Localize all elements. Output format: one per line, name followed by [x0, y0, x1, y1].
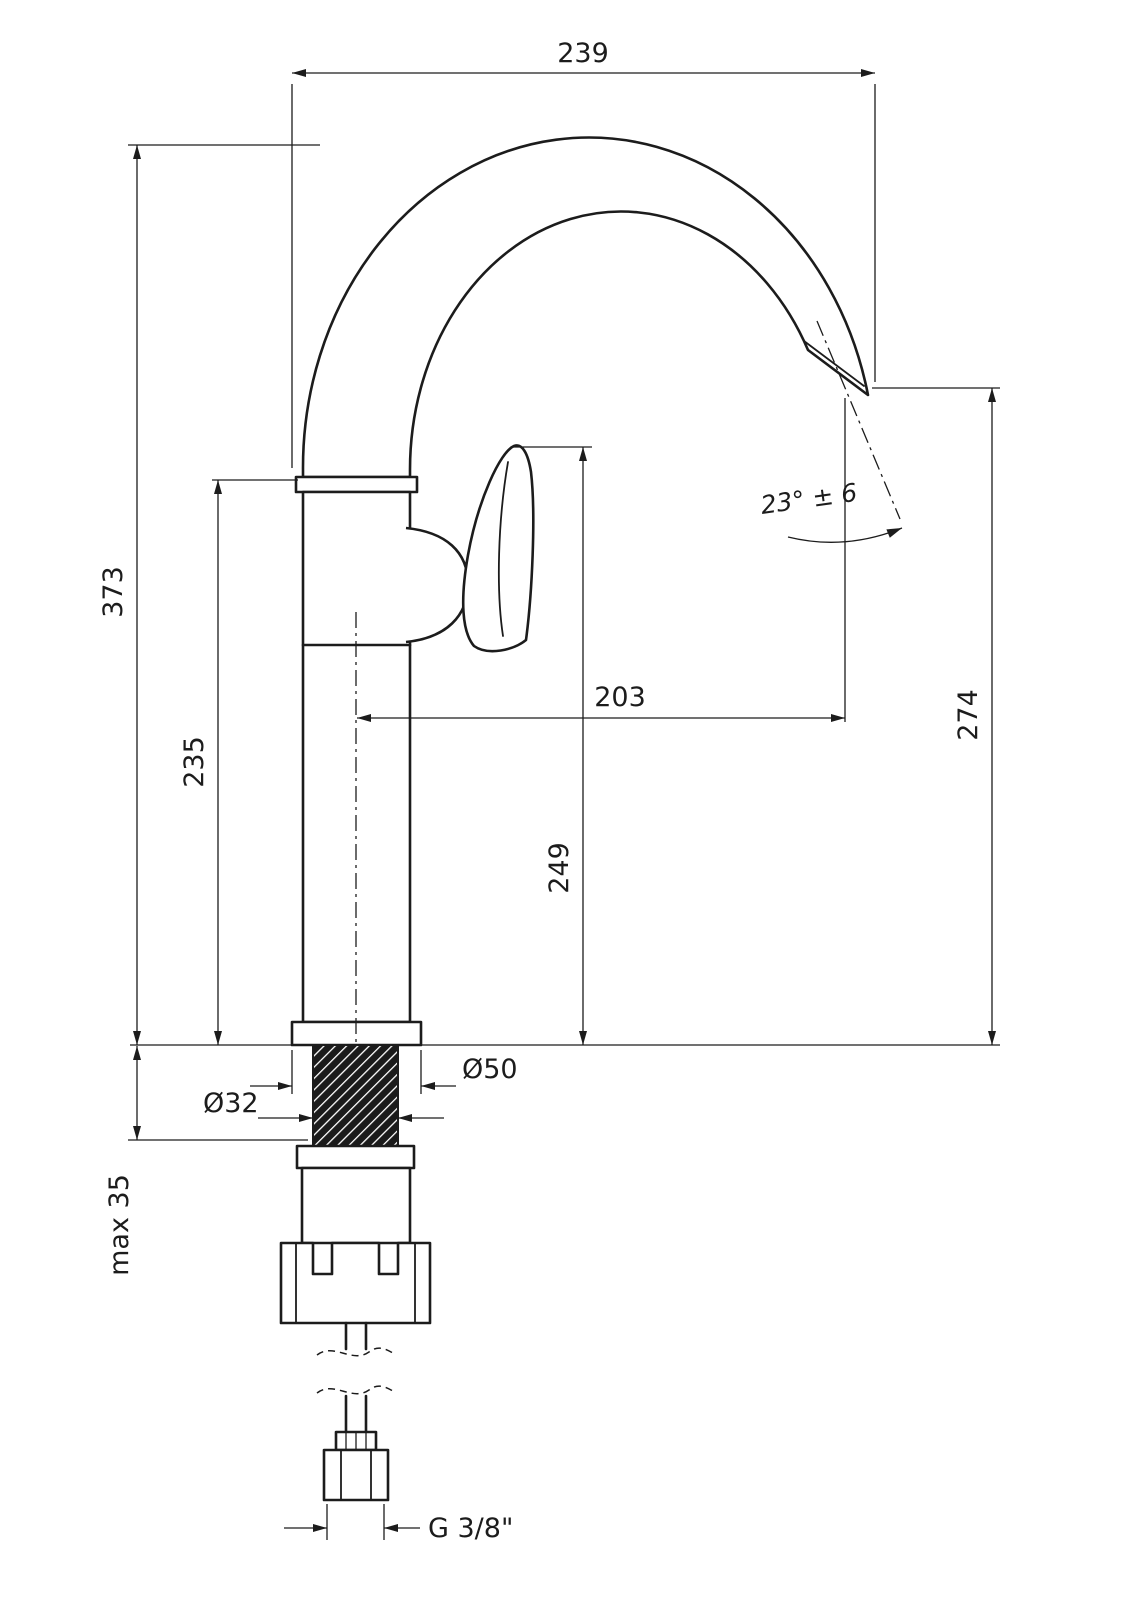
dimension-handle-height: 249: [512, 446, 592, 1045]
body-collar: [294, 475, 419, 494]
dimension-spout-width: 239: [291, 38, 876, 468]
dim-max-deck-thickness-label: max 35: [104, 1174, 135, 1276]
hose-break-symbol: [316, 1347, 397, 1357]
outlet-rim-line: [803, 340, 865, 387]
dimension-outlet-height: 274: [872, 387, 1000, 1045]
dimension-connection-thread: G 3/8": [284, 1504, 513, 1544]
castellated-nut: [279, 1241, 432, 1325]
dimension-max-deck-thickness: max 35: [104, 1046, 308, 1276]
dimension-base-diameter: Ø50: [250, 1050, 518, 1094]
threaded-shank: [312, 1044, 399, 1147]
dimension-shank-diameter: Ø32: [203, 1088, 444, 1122]
dim-outlet-angle-label: 23° ± 6: [759, 478, 859, 520]
mounting-hardware: [295, 1144, 416, 1245]
hose-connector: [322, 1430, 390, 1502]
outlet-axis: [816, 320, 901, 520]
dim-spout-reach-label: 203: [594, 682, 646, 713]
dimension-outlet-angle: 23° ± 6: [759, 478, 903, 543]
washer: [295, 1144, 416, 1170]
dim-spout-width-label: 239: [557, 38, 609, 69]
handle-contour-line: [497, 461, 509, 637]
spout: [301, 136, 870, 479]
dim-shank-diameter-label: Ø32: [203, 1088, 259, 1119]
handle-lever: [461, 444, 535, 653]
dim-outlet-height-label: 274: [953, 689, 984, 741]
dimension-total-height: 373: [98, 144, 320, 1045]
supply-hose: [316, 1321, 397, 1434]
hose-connector-nut: [322, 1448, 390, 1502]
dim-connection-thread-label: G 3/8": [428, 1513, 513, 1544]
dim-body-height-label: 235: [179, 736, 210, 788]
dimension-spout-reach: 203: [357, 398, 846, 722]
mounting-nut: [300, 1166, 412, 1245]
dim-base-diameter-label: Ø50: [462, 1054, 518, 1085]
dim-total-height-label: 373: [98, 566, 129, 618]
handle-dome: [405, 526, 470, 644]
dimension-body-height: 235: [179, 479, 298, 1045]
dim-handle-height-label: 249: [544, 842, 575, 894]
hose-break-symbol: [316, 1385, 397, 1395]
